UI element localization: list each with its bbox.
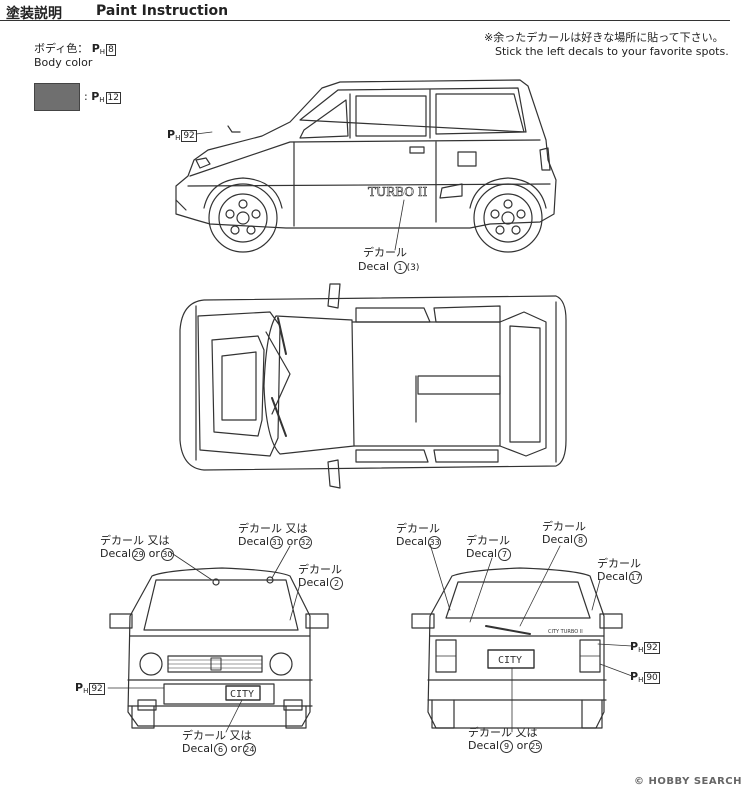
rear-badge-text: CITY TURBO II [548,629,583,635]
rear-decal-center-jp: デカール [466,534,510,547]
front-plate-text: CITY [230,689,254,700]
rear-plate-decal-jp: デカール 又は [468,726,538,739]
side-decal-en: Decal 1(3) [358,260,420,274]
header-rule [0,20,730,21]
front-decal-mid-jp: デカール 又は [238,522,308,535]
rear-decal-left-jp: デカール [396,522,440,535]
rear-decal-wiper-jp: デカール [542,520,586,533]
side-view-car: TURBO II [175,79,557,253]
note-japanese: ※余ったデカールは好きな場所に貼って下さい。 [484,31,724,44]
note-english: Stick the left decals to your favorite s… [495,45,729,58]
rear-decal-right-jp: デカール [597,557,641,570]
body-color-label-jp: ボディ色： [34,42,89,55]
body-color-label-en: Body color [34,56,93,69]
title-japanese: 塗装説明 [6,6,62,22]
side-turbo-text: TURBO II [368,185,428,199]
rear-view-car: CITY CITY TURBO II [411,543,633,733]
front-view-car: CITY [107,545,329,733]
title-english: Paint Instruction [96,3,229,19]
rear-plate-text: CITY [498,655,522,666]
paint-swatch [34,83,80,111]
front-decal-right-jp: デカール [298,563,342,576]
top-view-car [179,283,567,489]
watermark: © HOBBY SEARCH [634,776,742,787]
front-plate-decal-jp: デカール 又は [182,729,252,742]
front-decal-left-jp: デカール 又は [100,534,170,547]
side-decal-jp: デカール [363,246,407,259]
